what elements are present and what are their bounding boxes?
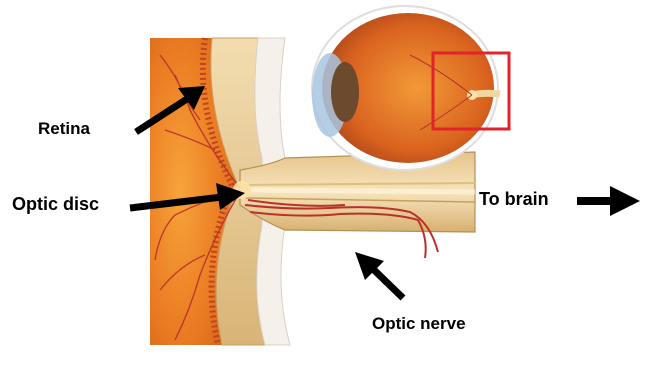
optic-nerve-arrow [355,252,403,298]
to-brain-label: To brain [479,189,549,209]
to-brain-arrow [577,186,640,216]
retina-label: Retina [38,119,90,139]
eyeball-inset [312,6,500,170]
optic-nerve-label: Optic nerve [372,314,466,334]
optic-disc-label: Optic disc [12,194,99,214]
